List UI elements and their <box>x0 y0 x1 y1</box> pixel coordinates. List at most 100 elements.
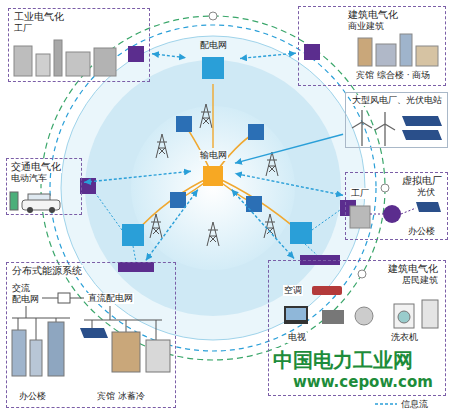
tower-symbol <box>266 152 278 176</box>
converter-symbol <box>58 293 70 303</box>
info-line <box>133 246 136 262</box>
node-heading: 分布式能源系统 <box>11 265 83 277</box>
connector <box>235 134 343 163</box>
washer-drum <box>398 311 410 323</box>
node-heading: 工业电气化 <box>13 11 65 23</box>
chimney-icon <box>54 40 62 76</box>
legend-line <box>375 404 397 405</box>
car-wheel <box>49 207 55 213</box>
node-heading: 建筑电气化 <box>387 263 439 275</box>
node-heading: 直流配电网 <box>87 293 134 304</box>
node-heading: 交通电气化 <box>10 161 62 173</box>
legend: 信息流 <box>374 399 428 410</box>
connector <box>152 54 186 58</box>
node-heading: 大型风电厂、光伏电站 <box>351 95 443 106</box>
laptop-icon <box>322 310 344 324</box>
connector <box>240 53 296 58</box>
wind-turbine <box>375 112 395 146</box>
panel-box: 输电网 <box>193 150 233 188</box>
grid-tile <box>170 192 186 208</box>
car-wheel <box>27 207 33 213</box>
legend-sample <box>374 399 398 409</box>
outer-ring <box>41 16 385 360</box>
panel-box: 分布式能源系统交流 配电网 直流配电网 <box>6 262 176 408</box>
appliance-icon <box>355 307 373 325</box>
watermark-text: www.cepow.com <box>292 373 434 391</box>
node-heading: 空调 <box>283 285 303 296</box>
user-interface-square <box>304 44 320 60</box>
panel-box: 交流 配电网 <box>11 283 41 307</box>
panel-box: 空调 <box>283 285 311 301</box>
tower-symbol <box>150 214 162 238</box>
panel-box: 大型风电厂、光伏电站 <box>345 92 448 148</box>
node-heading: 配电网 <box>199 40 228 51</box>
solar-panel <box>402 130 442 140</box>
tower-symbol <box>156 134 168 158</box>
node-text: 居民建筑 <box>401 275 439 286</box>
node-text: 工厂 <box>13 23 33 34</box>
ice-storage-icon <box>146 340 170 372</box>
charger-icon <box>10 192 18 210</box>
node-heading: 虚拟电厂 <box>401 175 443 187</box>
node-heading: 建筑电气化 <box>347 9 399 21</box>
ring-joint <box>381 184 389 192</box>
distribution-square <box>290 222 312 244</box>
node-heading: 交流 配电网 <box>11 283 41 305</box>
tower-symbol <box>200 104 212 128</box>
factory-icon <box>94 48 116 76</box>
user-interface-bar <box>118 262 154 272</box>
node-heading: 输电网 <box>199 150 228 161</box>
tv-screen <box>286 308 306 320</box>
label-text: 宾馆 冰蓄冷 <box>96 391 146 402</box>
office-icon <box>12 330 26 376</box>
aggregator-circle <box>383 205 401 223</box>
hotel-icon <box>112 332 140 372</box>
wind-turbine <box>352 110 372 146</box>
grid-tile <box>246 196 262 212</box>
distribution-square <box>122 224 144 246</box>
tower-symbol <box>207 222 219 246</box>
label-text: 电视 <box>287 332 307 343</box>
ring-joint <box>209 12 217 20</box>
label-text: 办公楼 <box>18 391 47 402</box>
air-conditioner-icon <box>312 286 342 295</box>
grid-tile <box>248 124 264 140</box>
panel-box: 交通电气化电动汽车 <box>6 158 82 215</box>
label-text: 洗衣机 <box>390 332 419 343</box>
connector <box>235 173 343 195</box>
node-text: 电动汽车 <box>10 173 48 184</box>
tv-icon <box>284 306 308 324</box>
ring-joint <box>358 270 366 278</box>
washer-icon <box>394 304 414 328</box>
connector <box>212 84 213 148</box>
legend-item: 信息流 <box>374 399 428 410</box>
building-icon <box>376 44 396 66</box>
info-line <box>312 210 340 230</box>
tower-symbol <box>264 214 276 238</box>
factory-icon <box>350 206 370 228</box>
heater-icon <box>422 300 438 328</box>
user-interface-square <box>80 178 96 194</box>
connector <box>146 190 198 261</box>
label-text: 工厂 <box>350 188 370 199</box>
grid-disk <box>85 60 341 316</box>
node-text: 商业建筑 <box>347 21 385 32</box>
office-icon <box>30 340 42 376</box>
label-text: 办公楼 <box>407 226 436 237</box>
office-icon <box>48 322 64 376</box>
connector <box>84 171 191 182</box>
factory-icon <box>14 46 32 76</box>
label-text: 光伏 <box>416 187 436 198</box>
legend-text: 信息流 <box>401 399 428 410</box>
panel-box: 工业电气化工厂 <box>8 8 150 82</box>
building-icon <box>400 34 412 66</box>
grid-tile <box>176 116 192 132</box>
info-line <box>96 194 122 230</box>
power-line <box>133 176 213 235</box>
building-icon <box>416 46 438 66</box>
connector <box>232 189 295 258</box>
info-line <box>305 244 318 256</box>
solar-panel <box>80 328 108 338</box>
